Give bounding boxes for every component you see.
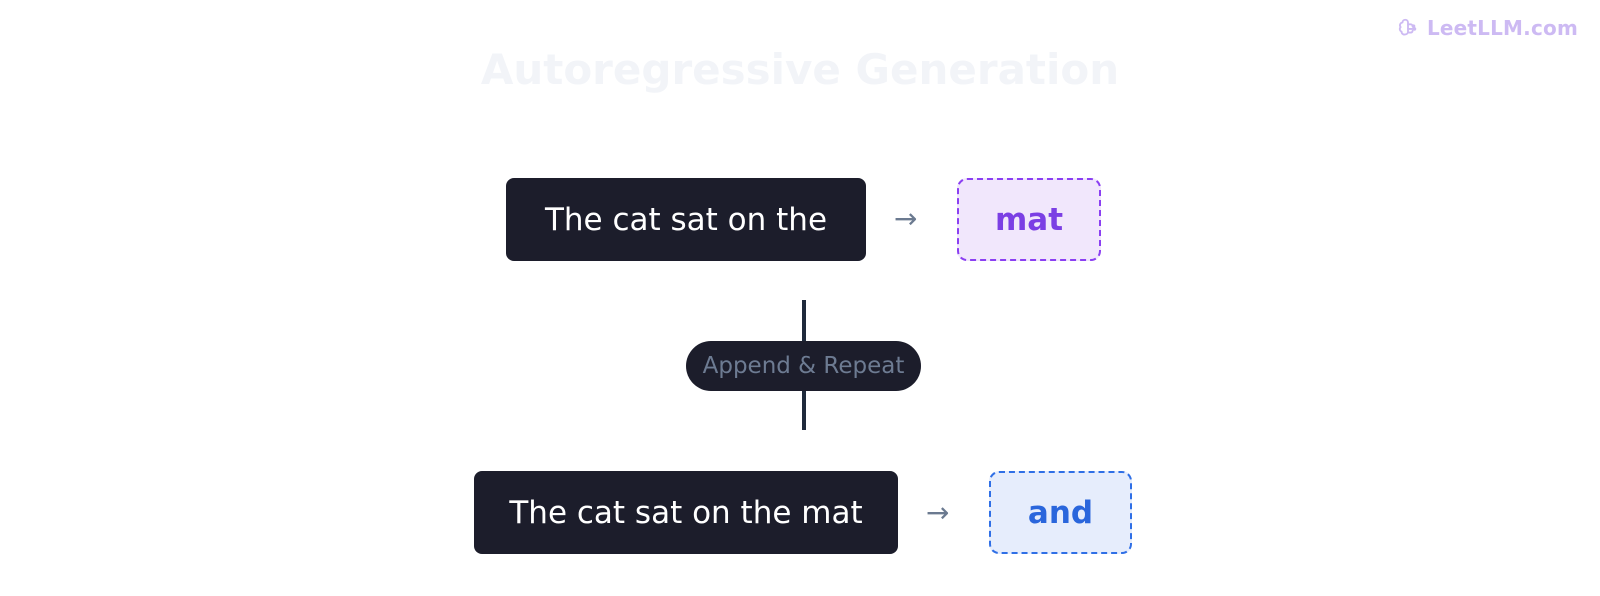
brain-icon [1397,17,1419,39]
brand-text: LeetLLM.com [1426,16,1578,40]
arrow-right-icon: → [926,496,950,529]
input-sequence-step-1: The cat sat on the [506,178,866,261]
predicted-token-step-1: mat [957,178,1101,261]
predicted-token-step-2: and [989,471,1132,554]
append-repeat-label: Append & Repeat [686,341,921,391]
diagram-title: Autoregressive Generation [480,45,1120,94]
arrow-right-icon: → [894,202,918,235]
input-sequence-step-2: The cat sat on the mat [474,471,898,554]
brand-logo: LeetLLM.com [1397,16,1578,40]
